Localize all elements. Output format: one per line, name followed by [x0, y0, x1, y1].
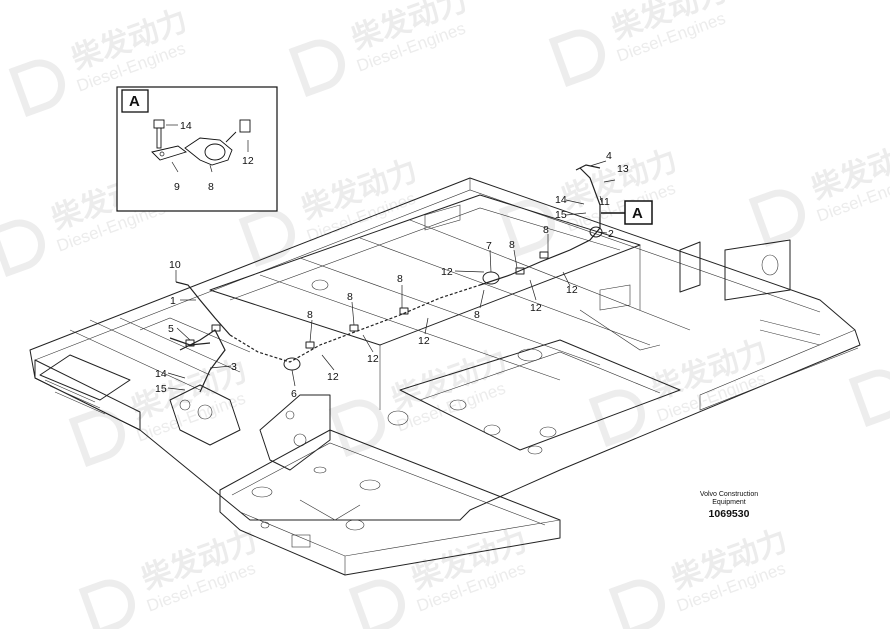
callout-label: 4	[606, 150, 612, 162]
callout-label: 12	[367, 353, 379, 365]
watermark-logo-icon	[328, 399, 385, 458]
callout-labels: 4 13 14 11 15 2 8 7 8 12 12 12 8 8 8 12 …	[155, 150, 629, 400]
callout-label: 1	[170, 295, 176, 307]
detail-box-letter: A	[129, 93, 140, 110]
callout-label: 12	[418, 335, 430, 347]
callout-label: 15	[555, 209, 567, 221]
maker-line-1: Volvo Construction	[700, 491, 758, 498]
callout-label: 14	[155, 368, 167, 380]
callout-label: 8	[543, 224, 549, 236]
watermark-logo-icon	[8, 59, 65, 118]
watermark-logo-icon	[68, 409, 125, 468]
callout-label: 12	[566, 284, 578, 296]
upper-frame	[29, 177, 861, 576]
watermark-logo-icon	[848, 369, 890, 428]
callout-label: 8	[347, 291, 353, 303]
watermark-logo-icon	[348, 579, 405, 634]
detail-reference-A: A	[601, 200, 653, 225]
watermark-logo-icon	[548, 29, 605, 88]
watermark-logo-icon	[0, 219, 45, 278]
detail-callout: 8	[208, 181, 214, 193]
detail-box-A: A 14 12 9 8	[116, 86, 278, 212]
callout-label: 12	[441, 266, 453, 278]
callout-label: 8	[509, 239, 515, 251]
callout-label: 15	[155, 383, 167, 395]
callout-label: 6	[291, 388, 297, 400]
callout-label: 2	[608, 228, 614, 240]
callout-label: 11	[599, 196, 610, 208]
callout-label: 14	[555, 194, 567, 206]
maker-line-2: Equipment	[712, 499, 746, 506]
watermark-logo-icon	[588, 389, 645, 448]
callout-label: 5	[168, 323, 174, 335]
callout-label: 12	[530, 302, 542, 314]
callout-label: 12	[327, 371, 339, 383]
watermark-logo-icon	[288, 39, 345, 98]
hose-assembly	[169, 164, 603, 393]
drawing-number: 1069530	[709, 508, 750, 520]
watermark-logo-icon	[748, 189, 805, 248]
callout-label: 13	[617, 163, 629, 175]
callout-label: 8	[397, 273, 403, 285]
detail-callout: 12	[242, 155, 254, 167]
callout-label: 10	[169, 259, 181, 271]
drawing-reference: Volvo Construction Equipment 1069530	[700, 491, 758, 520]
watermark-logo-icon	[238, 209, 295, 268]
watermark-logo-icon	[78, 579, 135, 634]
callout-label: 3	[231, 361, 237, 373]
watermark-logo-icon	[498, 199, 555, 258]
callout-label: 8	[474, 309, 480, 321]
detail-ref-letter: A	[632, 205, 643, 222]
detail-callout: 14	[180, 120, 192, 132]
detail-callout: 9	[174, 181, 180, 193]
watermark-logo-icon	[608, 579, 665, 634]
callout-label: 8	[307, 309, 313, 321]
callout-label: 7	[486, 240, 492, 252]
